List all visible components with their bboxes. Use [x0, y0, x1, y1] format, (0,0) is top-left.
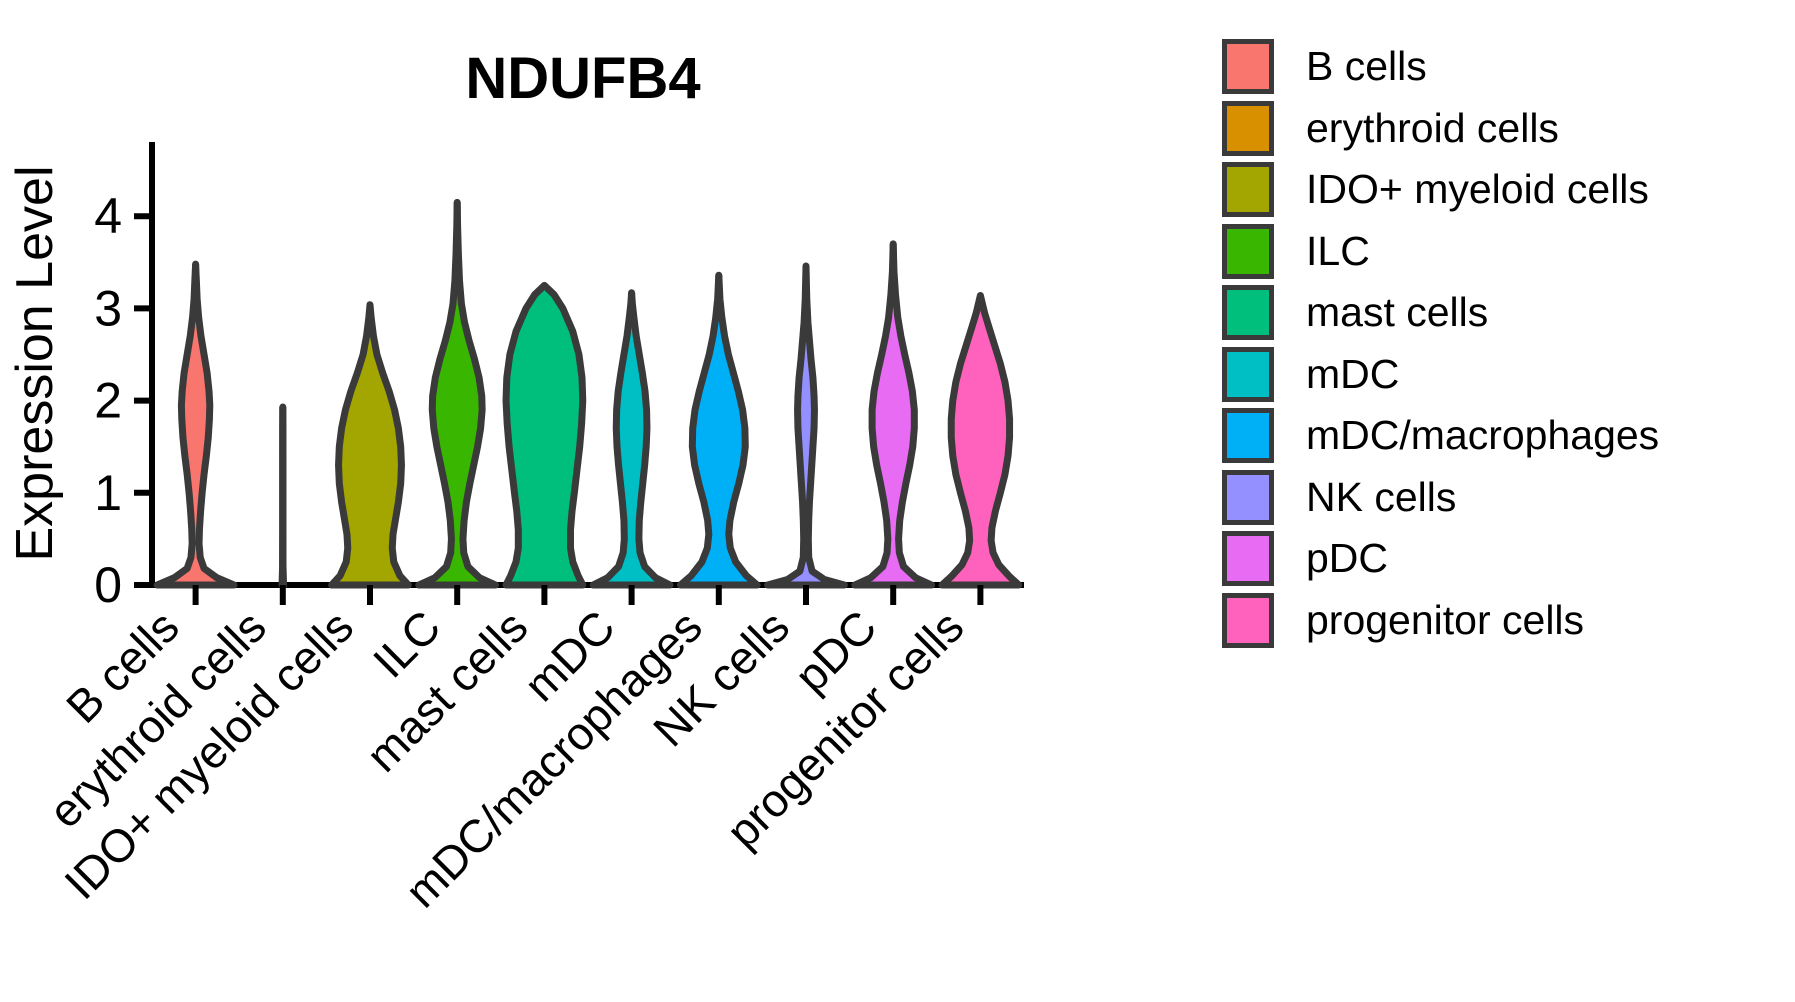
violin-mdc[interactable] — [589, 289, 674, 589]
legend-label: mDC/macrophages — [1306, 412, 1660, 459]
y-tick-label: 1 — [94, 465, 122, 521]
legend-item[interactable]: mDC — [1222, 344, 1659, 406]
legend-item[interactable]: mDC/macrophages — [1222, 405, 1659, 467]
chart-title: NDUFB4 — [465, 46, 700, 111]
legend-swatch — [1222, 346, 1274, 402]
x-tick-label: mast cells — [356, 600, 537, 781]
legend-item[interactable]: erythroid cells — [1222, 98, 1659, 160]
violin-pdc[interactable] — [851, 240, 936, 589]
y-tick-label: 3 — [94, 280, 122, 336]
y-tick-label: 4 — [94, 188, 122, 244]
legend-label: NK cells — [1306, 473, 1457, 520]
legend-item[interactable]: pDC — [1222, 528, 1659, 590]
violin-erythroid-cells[interactable] — [278, 403, 288, 589]
violin-nk-cells[interactable] — [764, 262, 848, 589]
violin-mdc-macrophages[interactable] — [676, 271, 761, 589]
legend-label: erythroid cells — [1306, 104, 1559, 151]
legend-label: mDC — [1306, 350, 1400, 397]
legend-swatch — [1222, 39, 1274, 95]
legend-swatch — [1222, 408, 1274, 464]
violin-b-cells[interactable] — [153, 260, 238, 589]
legend-label: ILC — [1306, 227, 1370, 274]
legend-swatch — [1222, 223, 1274, 279]
y-tick-label: 0 — [94, 557, 122, 613]
violin-progenitor-cells[interactable] — [938, 291, 1023, 589]
legend-item[interactable]: IDO+ myeloid cells — [1222, 159, 1659, 221]
violin-ilc[interactable] — [415, 198, 500, 589]
legend-label: mast cells — [1306, 289, 1489, 336]
legend-swatch — [1222, 592, 1274, 648]
violin-ido-myeloid-cells[interactable] — [328, 301, 412, 589]
violin-mast-cells[interactable] — [502, 281, 587, 589]
legend-swatch — [1222, 531, 1274, 587]
legend-item[interactable]: mast cells — [1222, 282, 1659, 344]
legend-label: B cells — [1306, 43, 1427, 90]
legend-label: pDC — [1306, 535, 1389, 582]
legend-swatch — [1222, 100, 1274, 156]
legend-item[interactable]: NK cells — [1222, 467, 1659, 529]
legend-item[interactable]: progenitor cells — [1222, 590, 1659, 652]
legend-label: progenitor cells — [1306, 596, 1585, 643]
legend-swatch — [1222, 469, 1274, 525]
legend-item[interactable]: ILC — [1222, 221, 1659, 283]
y-axis-label: Expression Level — [6, 166, 64, 562]
legend-item[interactable]: B cells — [1222, 36, 1659, 98]
legend-swatch — [1222, 285, 1274, 341]
y-tick-label: 2 — [94, 373, 122, 429]
legend-label: IDO+ myeloid cells — [1306, 166, 1649, 213]
legend-swatch — [1222, 162, 1274, 218]
